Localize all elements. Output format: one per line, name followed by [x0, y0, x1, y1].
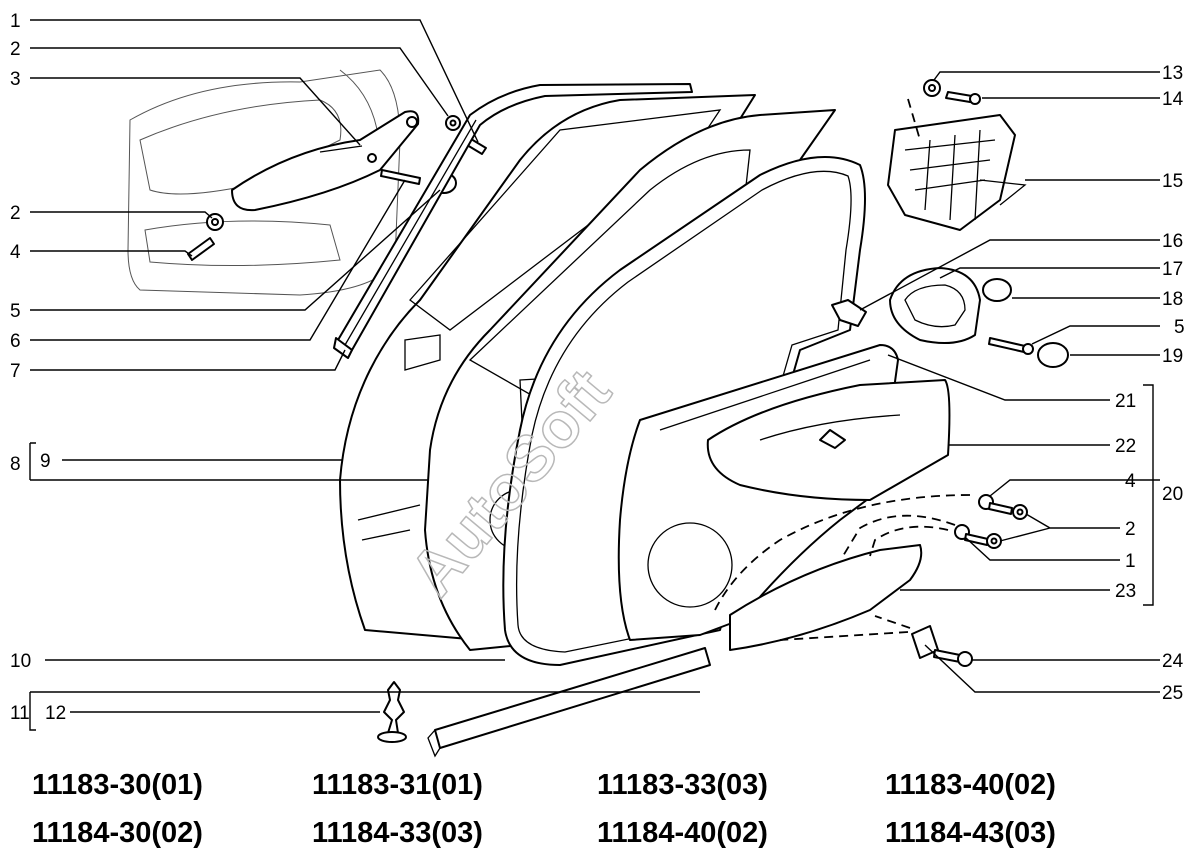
callout-1: 1	[10, 11, 21, 32]
callout-24: 24	[1162, 651, 1184, 672]
model-code: 11184-43(03)	[885, 817, 1056, 849]
callouts-left: 1 2 3 2 4 5 6 7 8 9 10 11 12	[10, 11, 66, 724]
callout-5: 5	[1174, 317, 1185, 338]
callouts-right: 13 14 15 16 17 18 5 19 21 22 20 4 2 1 23…	[1115, 63, 1185, 704]
callout-7: 7	[10, 361, 21, 382]
callout-17: 17	[1162, 259, 1183, 280]
callout-6: 6	[10, 331, 21, 352]
callout-25: 25	[1162, 683, 1183, 704]
model-code: 11183-33(03)	[597, 769, 768, 801]
callout-11: 11	[10, 703, 30, 724]
model-code: 11183-40(02)	[885, 769, 1056, 801]
window-channel-strips	[333, 83, 693, 359]
model-code: 11184-30(02)	[32, 817, 203, 849]
door-trim-panel	[617, 344, 951, 651]
callout-19: 19	[1162, 346, 1183, 367]
callout-20: 20	[1162, 484, 1183, 505]
callout-16: 16	[1162, 231, 1183, 252]
model-code: 11184-40(02)	[597, 817, 768, 849]
callout-8: 8	[10, 454, 21, 475]
sill-strip	[377, 647, 711, 758]
callout-13: 13	[1162, 63, 1183, 84]
callout-22: 22	[1115, 436, 1136, 457]
callout-2: 2	[10, 203, 21, 224]
callout-4: 4	[1125, 471, 1136, 492]
callout-18: 18	[1162, 289, 1183, 310]
callout-9: 9	[40, 451, 51, 472]
callout-3: 3	[10, 69, 21, 90]
callout-12: 12	[45, 703, 66, 724]
callout-2: 2	[10, 39, 21, 60]
upper-right-parts	[831, 79, 1069, 368]
callout-2: 2	[1125, 519, 1136, 540]
lower-right-fasteners	[911, 494, 1028, 667]
callout-5: 5	[10, 301, 21, 322]
callout-14: 14	[1162, 89, 1184, 110]
callout-1: 1	[1125, 551, 1136, 572]
callout-15: 15	[1162, 171, 1183, 192]
callout-21: 21	[1115, 391, 1136, 412]
model-codes: 11183-30(01) 11183-31(01) 11183-33(03) 1…	[32, 769, 1056, 849]
callout-23: 23	[1115, 581, 1136, 602]
callout-4: 4	[10, 242, 21, 263]
model-code: 11184-33(03)	[312, 817, 483, 849]
model-code: 11183-31(01)	[312, 769, 483, 801]
model-code: 11183-30(01)	[32, 769, 203, 801]
armrest-inset	[127, 69, 487, 296]
leader-lines	[29, 19, 1160, 731]
callout-10: 10	[10, 651, 31, 672]
assembly-paths	[714, 98, 971, 641]
